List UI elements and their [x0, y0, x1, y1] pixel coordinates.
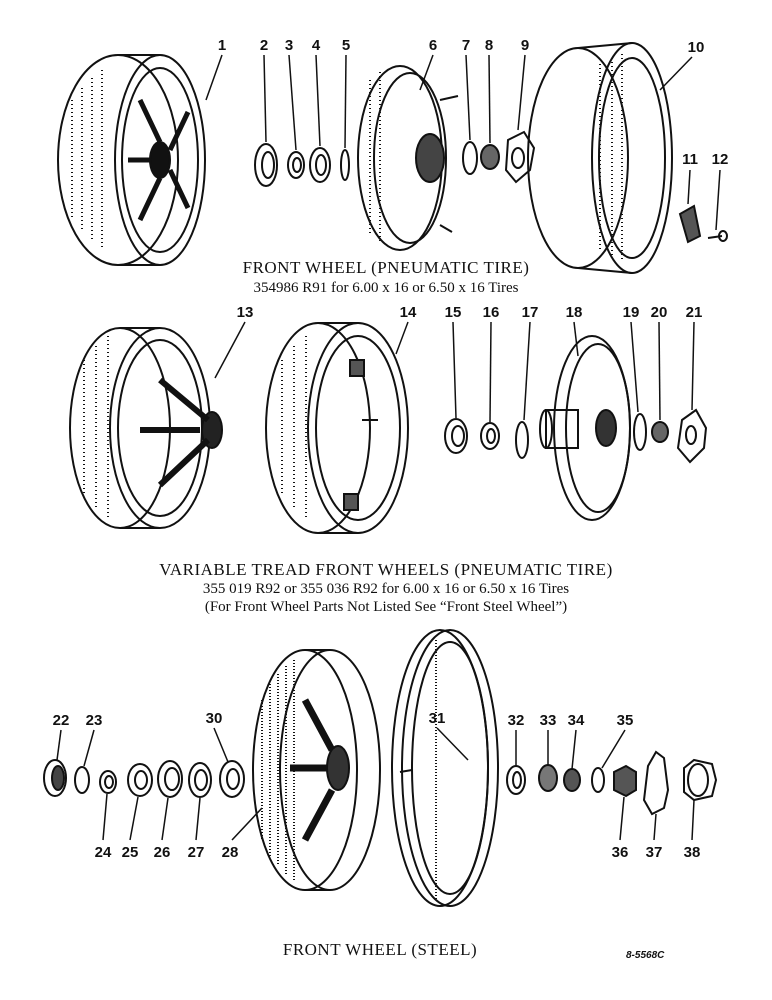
callout-5: 5: [341, 37, 351, 54]
callout-33: 33: [539, 712, 557, 729]
callout-17: 17: [521, 304, 539, 321]
part-30-seal: [219, 760, 245, 798]
callout-23: 23: [85, 712, 103, 729]
part-16-bearing-cone: [480, 422, 500, 450]
part-11-clamp: [678, 204, 702, 244]
callout-24: 24: [94, 844, 112, 861]
part-34-bearing: [563, 768, 581, 792]
callout-9: 9: [520, 37, 530, 54]
part-19-seal: [633, 413, 647, 451]
part-17-seal: [515, 421, 529, 459]
part-24-cone: [99, 770, 117, 794]
callout-8: 8: [484, 37, 494, 54]
part-14-wheel: [265, 322, 409, 534]
part-4-bearing-cup: [309, 147, 331, 183]
caption-steel-title: FRONT WHEEL (STEEL): [282, 940, 478, 959]
callout-30: 30: [205, 710, 223, 727]
drawing-code: 8-5568C: [626, 950, 665, 961]
part-33-bearing: [538, 764, 558, 792]
callout-1: 1: [217, 37, 227, 54]
part-6-hub: [357, 65, 459, 251]
part-13-wheel: [69, 327, 223, 529]
callout-12: 12: [711, 151, 729, 168]
part-9-gasket: [504, 130, 536, 184]
part-23-washer: [74, 766, 90, 794]
caption-variable-tread-title: VARIABLE TREAD FRONT WHEELS (PNEUMATIC T…: [159, 560, 613, 579]
caption-pneumatic-title: FRONT WHEEL (PNEUMATIC TIRE): [242, 258, 530, 277]
part-20-nut: [651, 421, 669, 443]
callout-10: 10: [687, 39, 705, 56]
part-35-washer: [591, 767, 605, 793]
callout-25: 25: [121, 844, 139, 861]
callout-37: 37: [645, 844, 663, 861]
caption-pneumatic-subtitle: 354986 R91 for 6.00 x 16 or 6.50 x 16 Ti…: [253, 280, 519, 296]
part-7-seal: [462, 141, 478, 175]
part-32-cone: [506, 765, 526, 795]
caption-variable-tread-subtitle: 355 019 R92 or 355 036 R92 for 6.00 x 16…: [202, 581, 570, 597]
callout-34: 34: [567, 712, 585, 729]
leader-lines: [56, 54, 721, 841]
part-28-steel-wheel: [252, 649, 381, 891]
part-5-seal: [340, 149, 350, 181]
part-2-bearing-cup: [254, 143, 278, 187]
part-27-cup: [188, 762, 212, 798]
callout-16: 16: [482, 304, 500, 321]
part-36-nut: [613, 764, 637, 798]
callout-28: 28: [221, 844, 239, 861]
callout-26: 26: [153, 844, 171, 861]
callout-19: 19: [622, 304, 640, 321]
callout-15: 15: [444, 304, 462, 321]
part-18-hub: [539, 335, 631, 521]
part-10-rim: [527, 42, 673, 274]
part-26-cup: [157, 760, 183, 798]
caption-variable-tread-note: (For Front Wheel Parts Not Listed See “F…: [204, 599, 568, 615]
part-12-bolt: [707, 230, 728, 242]
callout-13: 13: [236, 304, 254, 321]
callout-4: 4: [311, 37, 321, 54]
callout-31: 31: [428, 710, 446, 727]
part-29-rim-band: [391, 629, 499, 907]
callout-18: 18: [565, 304, 583, 321]
part-22-cap: [43, 759, 67, 797]
callout-11: 11: [682, 151, 698, 168]
callout-27: 27: [187, 844, 205, 861]
callout-35: 35: [616, 712, 634, 729]
callout-3: 3: [284, 37, 294, 54]
callout-6: 6: [428, 37, 438, 54]
part-37-gasket: [642, 750, 670, 816]
callout-14: 14: [399, 304, 417, 321]
callout-7: 7: [461, 37, 471, 54]
part-21-gasket: [676, 408, 708, 464]
part-8-nut: [480, 144, 500, 170]
callout-32: 32: [507, 712, 525, 729]
callout-38: 38: [683, 844, 701, 861]
callout-22: 22: [52, 712, 70, 729]
callout-2: 2: [259, 37, 269, 54]
callout-36: 36: [611, 844, 629, 861]
part-25-bearing: [127, 763, 153, 797]
part-38-hub-cap: [683, 758, 718, 802]
callout-20: 20: [650, 304, 668, 321]
callout-21: 21: [685, 304, 703, 321]
part-3-bearing-cone: [287, 151, 305, 179]
part-15-bearing-cup: [444, 418, 468, 454]
part-1-wheel-rim: [57, 54, 206, 266]
